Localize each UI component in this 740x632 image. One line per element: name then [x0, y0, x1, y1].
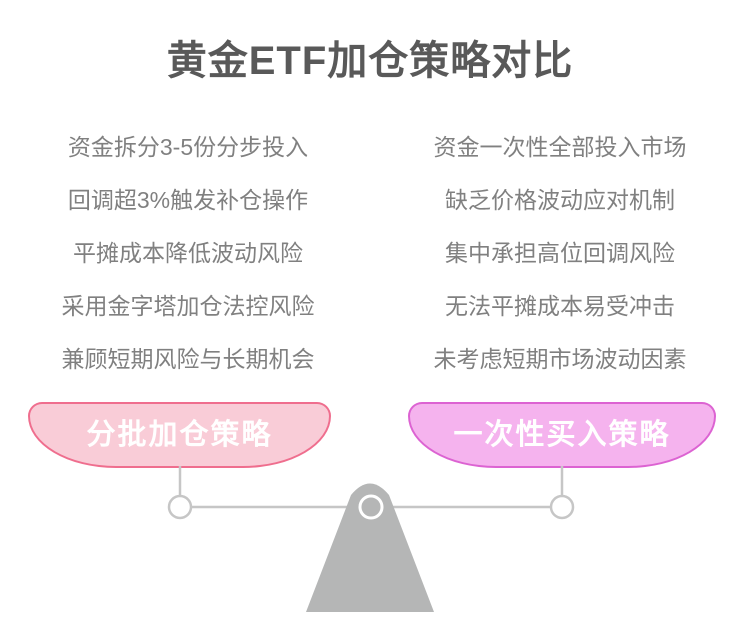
left-scale-pan: 分批加仓策略	[28, 402, 331, 468]
left-pan-label: 分批加仓策略	[86, 419, 273, 451]
comparison-item: 平摊成本降低波动风险	[73, 240, 303, 266]
comparison-item: 回调超3%触发补仓操作	[67, 187, 309, 213]
pan-hanger-circle-icon	[167, 494, 193, 520]
comparison-item: 兼顾短期风险与长期机会	[61, 346, 315, 372]
balance-scale-graphic	[167, 466, 575, 612]
left-strategy-points: 资金拆分3-5份分步投入 回调超3%触发补仓操作 平摊成本降低波动风险 采用金字…	[8, 121, 368, 386]
pivot-circle-icon	[358, 494, 384, 520]
right-strategy-points: 资金一次性全部投入市场 缺乏价格波动应对机制 集中承担高位回调风险 无法平摊成本…	[380, 121, 740, 386]
comparison-item: 缺乏价格波动应对机制	[445, 187, 675, 213]
page-title: 黄金ETF加仓策略对比	[166, 39, 574, 83]
comparison-item: 集中承担高位回调风险	[445, 240, 675, 266]
right-scale-pan: 一次性买入策略	[408, 402, 716, 468]
comparison-item: 资金拆分3-5份分步投入	[67, 134, 309, 160]
pan-hanger-circle-icon	[549, 494, 575, 520]
comparison-item: 资金一次性全部投入市场	[433, 134, 687, 160]
comparison-item: 未考虑短期市场波动因素	[433, 346, 687, 372]
comparison-item: 采用金字塔加仓法控风险	[61, 293, 315, 319]
right-pan-label: 一次性买入策略	[453, 419, 671, 451]
fulcrum-triangle-icon	[306, 483, 434, 612]
comparison-item: 无法平摊成本易受冲击	[445, 293, 675, 319]
